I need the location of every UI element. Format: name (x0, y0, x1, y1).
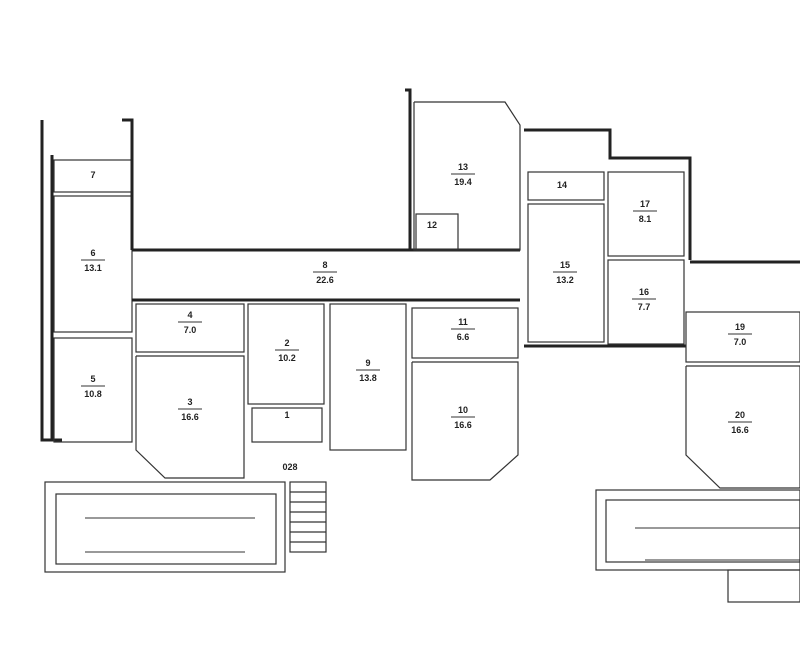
room-13: 13 19.4 (451, 162, 475, 187)
room-area: 10.2 (278, 353, 296, 363)
room-10: 10 16.6 (451, 405, 475, 430)
room-number: 3 (187, 397, 192, 407)
room-11: 116.6 (451, 317, 475, 342)
room-12: 12 (427, 220, 437, 230)
room-area: 13.2 (556, 275, 574, 285)
room-number: 9 (365, 358, 370, 368)
room-number: 16 (639, 287, 649, 297)
room-area: 7.0 (184, 325, 197, 335)
room-17: 178.1 (633, 199, 657, 224)
room-area: 16.6 (731, 425, 749, 435)
room-area: 16.6 (181, 412, 199, 422)
room-4: 47.0 (178, 310, 202, 335)
room-area: 10.8 (84, 389, 102, 399)
room-number: 12 (427, 220, 437, 230)
room-3: 316.6 (178, 397, 202, 422)
room-6: 613.1 (81, 248, 105, 273)
room-14: 14 (557, 180, 567, 190)
walls (40, 88, 800, 603)
room-15: 15 13.2 (553, 260, 577, 285)
room-number: 5 (90, 374, 95, 384)
room-area: 13.8 (359, 373, 377, 383)
room-number: 1 (284, 410, 289, 420)
room-number: 14 (557, 180, 567, 190)
room-number: 17 (640, 199, 650, 209)
room-area: 7.7 (638, 302, 651, 312)
room-2: 210.2 (275, 338, 299, 363)
room-area: 13.1 (84, 263, 102, 273)
room-number: 13 (458, 162, 468, 172)
room-area: 19.4 (454, 177, 472, 187)
room-number: 6 (90, 248, 95, 258)
room-number: 2 (284, 338, 289, 348)
room-19: 197.0 (728, 322, 752, 347)
stairs (289, 481, 327, 553)
room-1: 1 (284, 410, 289, 420)
room-number: 4 (187, 310, 192, 320)
room-number: 8 (322, 260, 327, 270)
room-8: 822.6 (313, 260, 337, 285)
stair-label: 028 (282, 462, 297, 472)
room-number: 7 (90, 170, 95, 180)
room-area: 7.0 (734, 337, 747, 347)
room-9: 913.8 (356, 358, 380, 383)
room-7: 7 (90, 170, 95, 180)
room-area: 6.6 (457, 332, 470, 342)
room-number: 15 (560, 260, 570, 270)
room-5: 510.8 (81, 374, 105, 399)
room-area: 22.6 (316, 275, 334, 285)
room-number: 10 (458, 405, 468, 415)
room-16: 167.7 (632, 287, 656, 312)
room-area: 8.1 (639, 214, 652, 224)
room-number: 20 (735, 410, 745, 420)
room-area: 16.6 (454, 420, 472, 430)
room-labels: 1210.2316.647.0510.8613.17822.6913.81016… (81, 162, 752, 435)
room-number: 11 (458, 317, 468, 327)
room-20: 20 16.6 (728, 410, 752, 435)
room-number: 19 (735, 322, 745, 332)
